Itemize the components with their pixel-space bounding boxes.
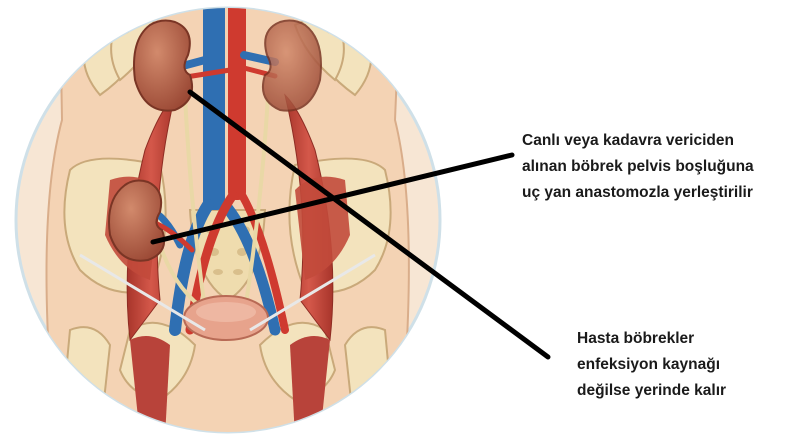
annotation-line: Hasta böbrekler [577, 326, 726, 352]
native-kidney-left [134, 21, 192, 111]
bladder [184, 296, 268, 340]
annotation-line: değilse yerinde kalır [577, 378, 726, 404]
annotation-native-kidneys: Hasta böbrekler enfeksiyon kaynağı değil… [577, 326, 726, 404]
annotation-line: uç yan anastomozla yerleştirilir [522, 180, 754, 206]
annotation-line: Canlı veya kadavra vericiden [522, 128, 754, 154]
annotation-line: enfeksiyon kaynağı [577, 352, 726, 378]
native-kidney-right [263, 21, 321, 111]
annotation-transplanted-kidney: Canlı veya kadavra vericiden alınan böbr… [522, 128, 754, 206]
annotation-line: alınan böbrek pelvis boşluğuna [522, 154, 754, 180]
transplanted-kidney [109, 181, 164, 261]
